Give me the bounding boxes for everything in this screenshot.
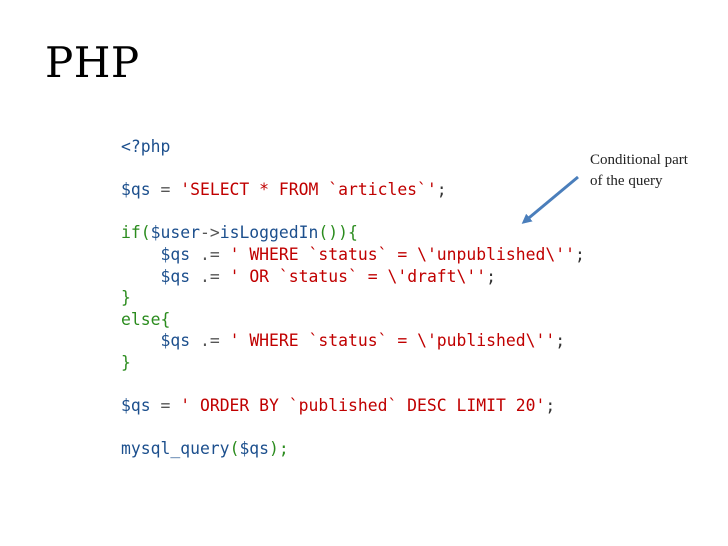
code-line: <?php xyxy=(121,136,585,158)
code-token: .= xyxy=(190,244,230,264)
code-line: else{ xyxy=(121,309,585,331)
code-line: if($user->isLoggedIn()){ xyxy=(121,222,585,244)
annotation-line-1: Conditional part xyxy=(590,152,688,168)
code-line: $qs = ' ORDER BY `published` DESC LIMIT … xyxy=(121,395,585,417)
code-token: ; xyxy=(574,244,585,264)
code-token: ' ORDER BY `published` DESC LIMIT 20' xyxy=(180,396,546,416)
code-token: ' WHERE `status` = \'published\'' xyxy=(229,331,556,351)
code-token: = xyxy=(150,396,181,416)
code-token: } xyxy=(121,288,131,308)
code-token: $qs xyxy=(160,331,191,351)
code-token: mysql_query xyxy=(121,439,230,459)
code-token: $qs xyxy=(160,266,191,286)
code-token: ; xyxy=(555,331,566,351)
code-token: ; xyxy=(486,266,497,286)
slide-title: PHP xyxy=(45,38,140,87)
code-token: -> xyxy=(199,223,220,243)
code-token: = xyxy=(150,180,181,200)
code-token: isLoggedIn xyxy=(219,223,319,243)
code-token: ()){ xyxy=(318,223,358,243)
code-token: .= xyxy=(190,331,230,351)
annotation-line-2: of the query xyxy=(590,173,663,189)
annotation-callout: Conditional part of the query xyxy=(590,150,688,192)
code-token: $qs xyxy=(121,396,151,416)
code-line: } xyxy=(121,287,585,309)
code-token: ' OR `status` = \'draft\'' xyxy=(229,266,487,286)
code-token: <?php xyxy=(121,137,171,156)
code-line: mysql_query($qs); xyxy=(121,438,585,460)
code-line: $qs = 'SELECT * FROM `articles`'; xyxy=(121,179,585,201)
code-token: $user xyxy=(150,223,200,243)
code-token: ; xyxy=(545,396,556,416)
code-token: 'SELECT * FROM `articles`' xyxy=(180,180,437,200)
code-token: $qs xyxy=(160,244,191,264)
php-code-block: <?php$qs = 'SELECT * FROM `articles`';if… xyxy=(121,136,585,460)
code-token: } xyxy=(121,352,131,372)
code-line: $qs .= ' WHERE `status` = \'unpublished\… xyxy=(121,244,585,266)
code-line: $qs .= ' OR `status` = \'draft\''; xyxy=(121,266,585,288)
code-token: .= xyxy=(190,266,230,286)
code-token: ); xyxy=(269,439,289,459)
code-line: $qs .= ' WHERE `status` = \'published\''… xyxy=(121,330,585,352)
code-token: $qs xyxy=(121,180,151,200)
code-token: ; xyxy=(436,180,447,200)
code-token: $qs xyxy=(239,439,270,459)
code-line: } xyxy=(121,352,585,374)
code-token: else{ xyxy=(121,309,171,329)
code-token: ' WHERE `status` = \'unpublished\'' xyxy=(229,244,575,264)
code-token: if( xyxy=(121,223,151,243)
code-token: ( xyxy=(229,439,240,459)
